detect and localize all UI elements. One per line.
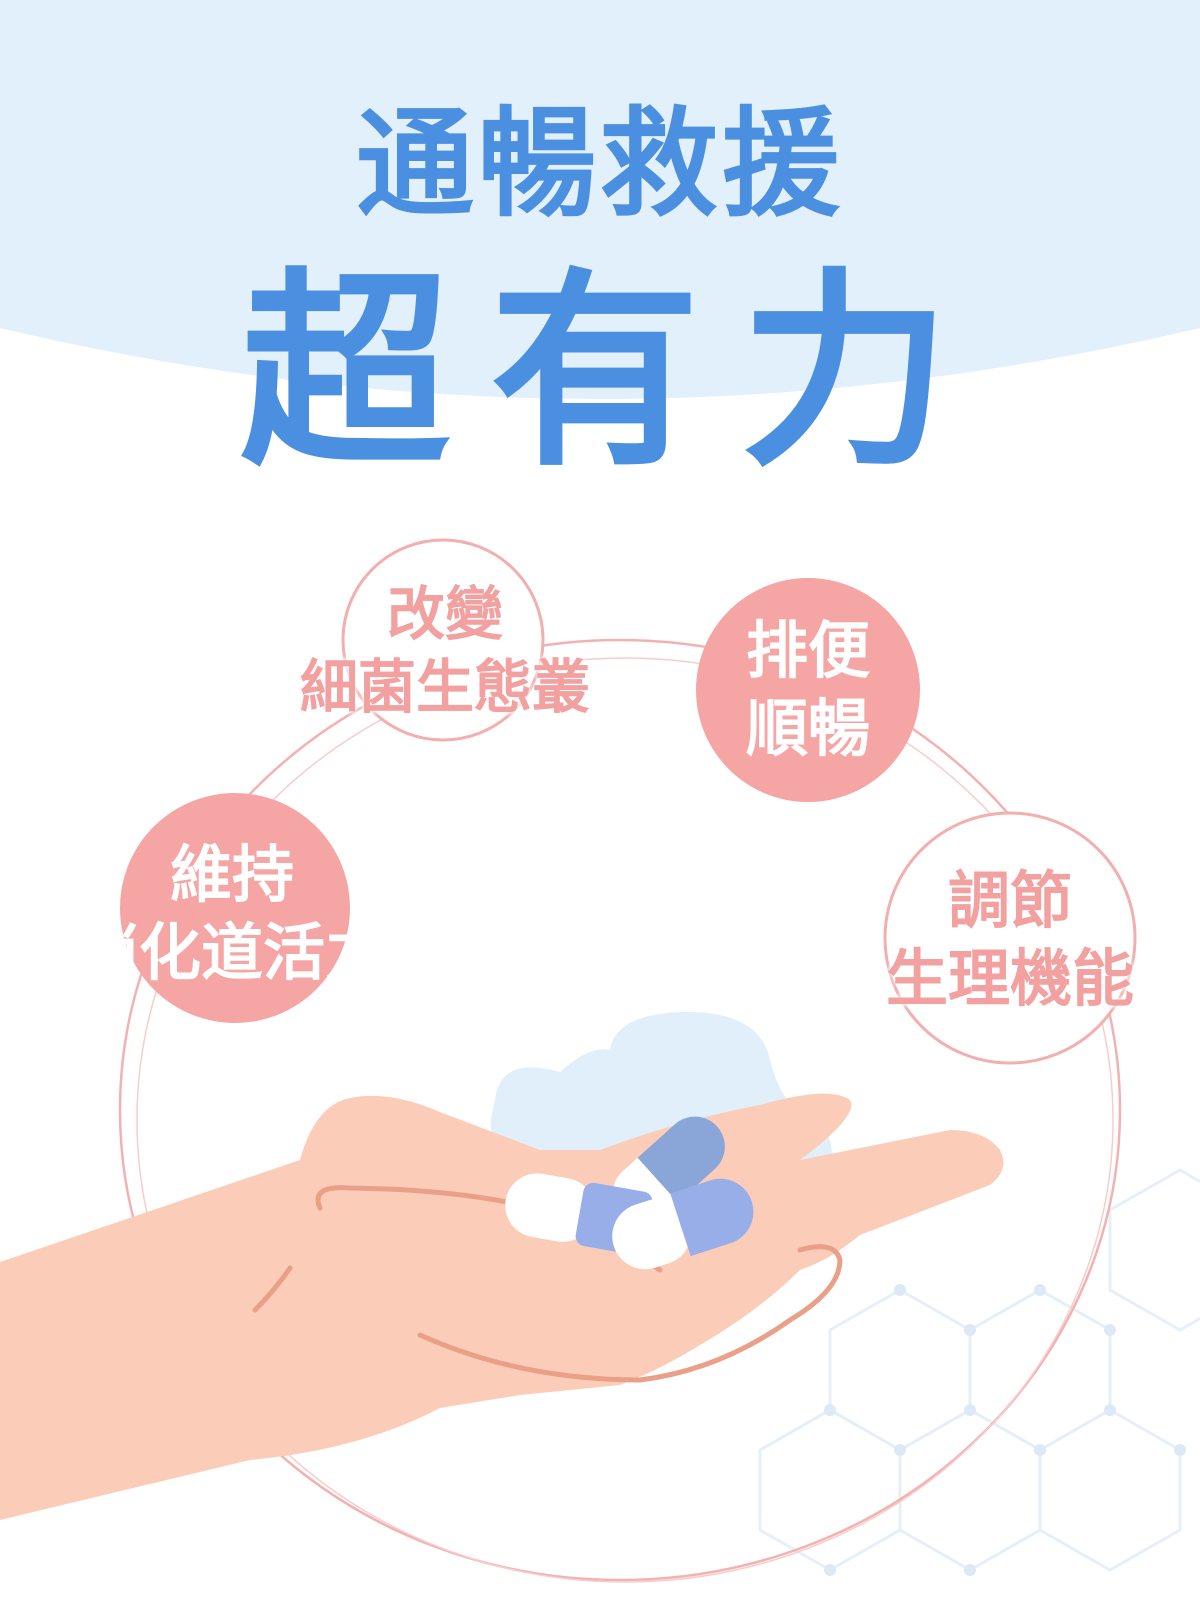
- hand-wrist-line: [252, 1265, 293, 1313]
- benefit-circle-top-left: [341, 538, 545, 742]
- benefit-top-left: 改變 細菌生態叢: [280, 578, 610, 723]
- benefit-top-left-line1: 改變: [386, 580, 503, 648]
- benefit-mid-right-line2: 生理機能: [885, 941, 1134, 1015]
- benefit-mid-right: 調節 生理機能: [870, 862, 1150, 1017]
- hand-fold-line: [417, 1244, 843, 1383]
- capsule-front: [612, 1178, 754, 1270]
- benefit-circle-top-right: [696, 578, 920, 802]
- orbit-ring-inner: [136, 657, 1114, 1583]
- benefit-top-left-line2: 細菌生態叢: [299, 652, 590, 721]
- benefit-top-right-line1: 排便: [745, 614, 870, 687]
- benefit-mid-left-line2: 消化道活力: [76, 915, 387, 989]
- orbit-ring: [118, 638, 1122, 1582]
- benefit-mid-left: 維持 消化道活力: [62, 836, 402, 991]
- benefit-top-right: 排便 順暢: [698, 612, 918, 767]
- benefit-circle-mid-right: [883, 811, 1137, 1065]
- benefit-mid-left-line1: 維持: [169, 838, 294, 911]
- headline-line1: 通暢救援: [355, 95, 844, 233]
- benefit-circle-mid-left: [120, 793, 350, 1023]
- benefit-mid-right-line1: 調節: [947, 864, 1072, 937]
- benefit-top-right-line2: 順暢: [745, 691, 870, 765]
- hex-network-nodes: [824, 1284, 1186, 1576]
- headline-line2: 超有力: [239, 250, 990, 495]
- hand-illustration: [0, 1093, 1004, 1520]
- top-band: [0, 0, 1200, 399]
